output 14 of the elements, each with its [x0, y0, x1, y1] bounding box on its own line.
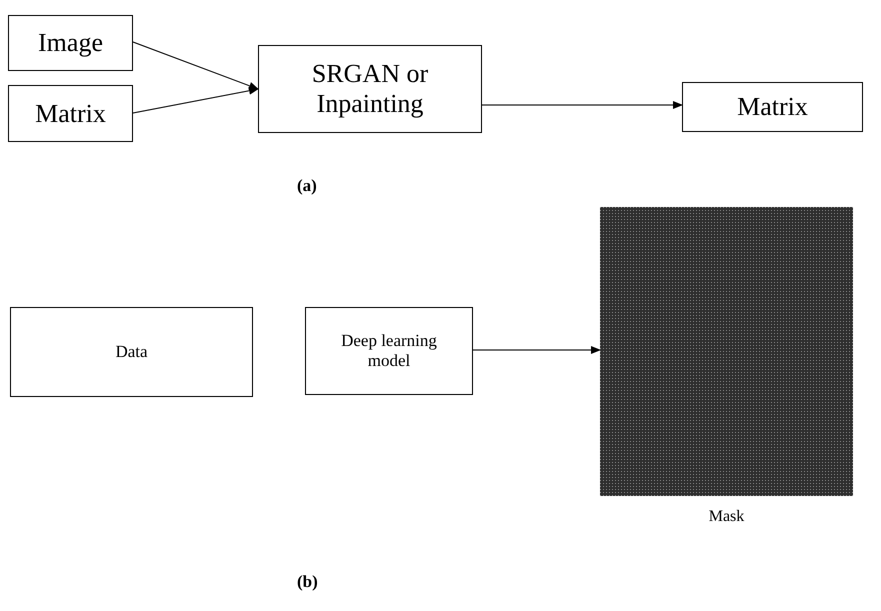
arrow: [482, 101, 683, 109]
process-box: Matrix: [8, 85, 133, 142]
process-box: Image: [8, 15, 133, 71]
subfigure-label: (b): [297, 572, 318, 592]
subfigure-label: (a): [297, 176, 317, 196]
process-box: Deep learning model: [305, 307, 473, 395]
process-box: Data: [10, 307, 253, 397]
process-box: SRGAN or Inpainting: [258, 45, 482, 133]
arrow: [132, 42, 259, 90]
mask-grid: [600, 207, 853, 496]
arrow: [132, 86, 259, 114]
process-box: Matrix: [682, 82, 863, 132]
caption-text: Mask: [708, 508, 746, 526]
arrow: [472, 346, 601, 354]
